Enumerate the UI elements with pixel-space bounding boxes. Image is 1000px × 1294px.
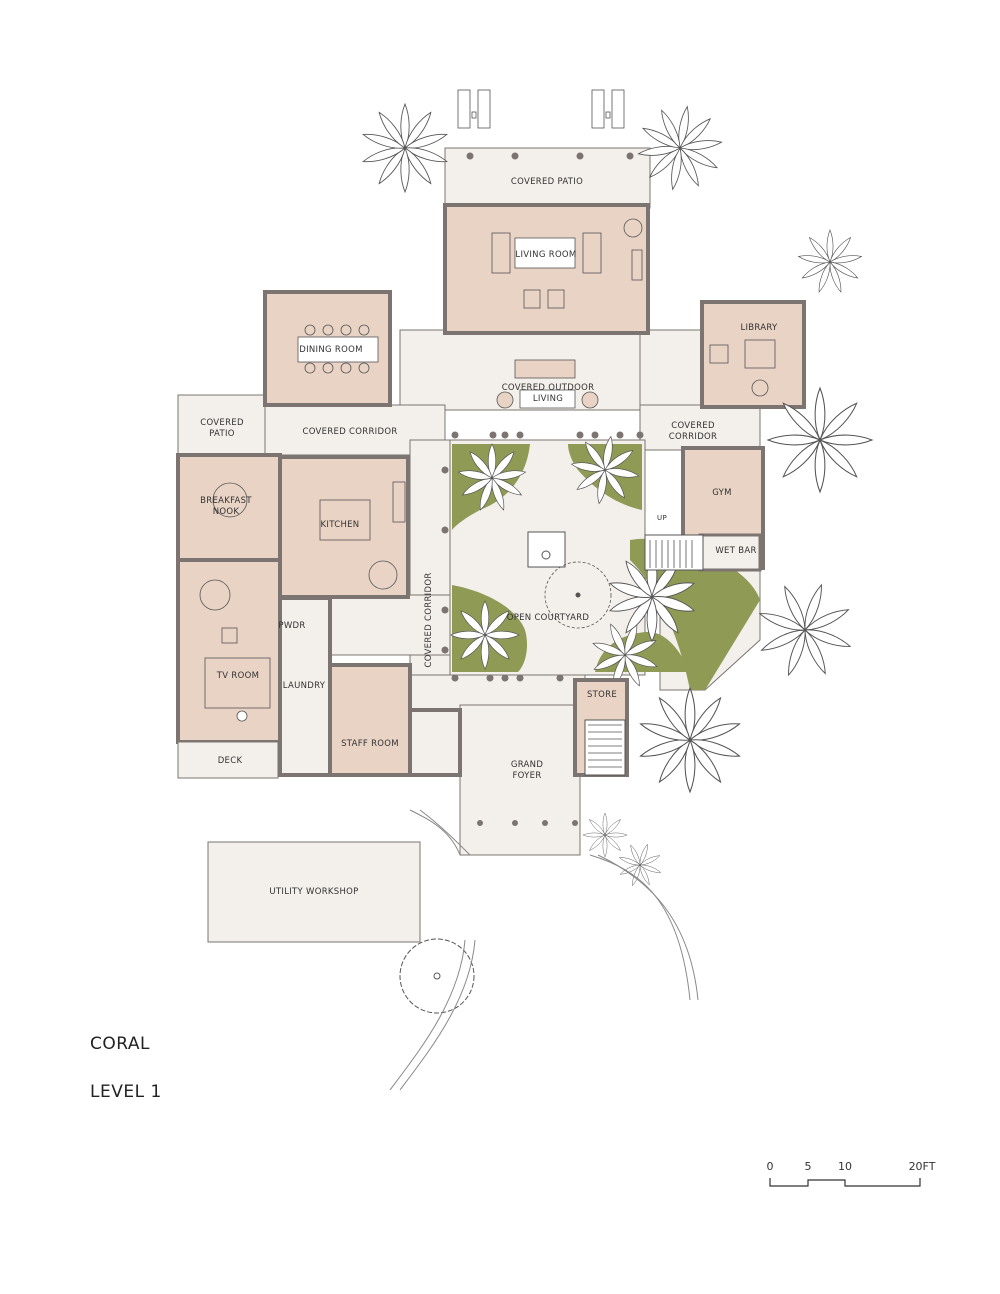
label-kitchen: KITCHEN xyxy=(321,520,360,530)
label-wet-bar: WET BAR xyxy=(715,546,756,556)
scale-tick-0: 0 xyxy=(767,1160,774,1173)
label-breakfast-nook-2: NOOK xyxy=(213,507,240,517)
scale-tick-20: 20FT xyxy=(909,1160,936,1173)
furniture xyxy=(199,218,776,722)
label-up: UP xyxy=(657,514,667,522)
label-laundry: LAUNDRY xyxy=(283,681,326,691)
label-gym: GYM xyxy=(712,488,732,498)
label-dining-room: DINING ROOM xyxy=(299,345,363,355)
columns xyxy=(441,152,644,826)
living-room-area xyxy=(443,203,650,335)
label-tv-room: TV ROOM xyxy=(216,671,259,681)
service-rooms xyxy=(278,596,462,777)
label-utility-workshop: UTILITY WORKSHOP xyxy=(269,887,358,897)
label-pwdr: PWDR xyxy=(278,621,305,631)
staff-room-area xyxy=(328,663,412,777)
plan-subtitle: LEVEL 1 xyxy=(90,1082,162,1102)
label-covered-corridor-right-1: COVERED xyxy=(671,421,715,431)
scale-bar: 0 5 10 20FT xyxy=(767,1160,936,1187)
label-covered-corridor-right-2: CORRIDOR xyxy=(669,432,718,442)
loungers xyxy=(457,89,625,129)
label-covered-corridor-top: COVERED CORRIDOR xyxy=(302,427,397,437)
label-library: LIBRARY xyxy=(740,323,778,333)
label-living-room: LIVING ROOM xyxy=(515,250,576,260)
deck-area xyxy=(177,741,279,779)
label-covered-outdoor-living-1: COVERED OUTDOOR xyxy=(502,383,595,393)
scale-tick-5: 5 xyxy=(805,1160,812,1173)
foyer-stair xyxy=(584,719,626,776)
utility-workshop-area xyxy=(207,841,421,943)
paths xyxy=(389,809,699,1091)
label-covered-patio-left-1: COVERED xyxy=(200,418,244,428)
label-covered-patio-left-2: PATIO xyxy=(209,429,235,439)
trees xyxy=(361,103,873,1014)
label-grand-foyer-2: FOYER xyxy=(512,771,541,781)
wet-bar-block xyxy=(644,533,762,572)
label-staff-room: STAFF ROOM xyxy=(341,739,399,749)
label-covered-corridor-vertical: COVERED CORRIDOR xyxy=(424,572,434,667)
label-covered-patio-top: COVERED PATIO xyxy=(511,177,583,187)
tv-room-area xyxy=(176,558,282,744)
scale-tick-10: 10 xyxy=(838,1160,852,1173)
label-open-courtyard: OPEN COURTYARD xyxy=(507,613,590,623)
plan-title: CORAL xyxy=(90,1034,150,1054)
label-deck: DECK xyxy=(218,756,243,766)
label-grand-foyer-1: GRAND xyxy=(511,760,544,770)
label-store: STORE xyxy=(587,690,617,700)
label-breakfast-nook-1: BREAKFAST xyxy=(200,496,252,506)
label-covered-outdoor-living-2: LIVING xyxy=(533,394,563,404)
